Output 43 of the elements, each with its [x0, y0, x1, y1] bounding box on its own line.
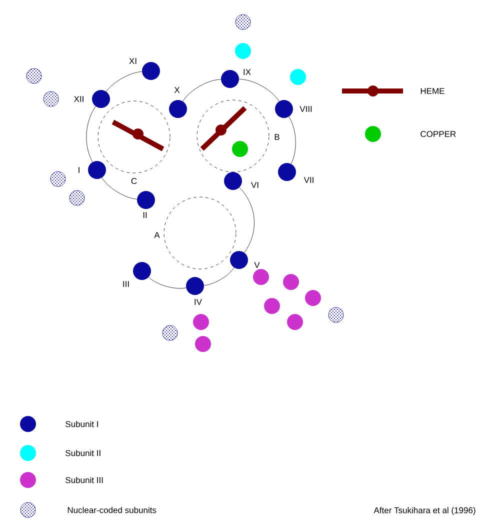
helix-dot [92, 90, 110, 108]
helix-dot [137, 191, 155, 209]
legend-label: Subunit II [66, 450, 100, 456]
loop-line [86, 106, 96, 162]
loop-line [239, 78, 280, 102]
helix-label: IX [244, 69, 251, 75]
legend-label: Subunit I [66, 420, 98, 428]
loop-line [239, 187, 254, 253]
legend-label: COPPER [420, 131, 456, 137]
helix-dot [275, 100, 293, 118]
helix-dot [88, 161, 106, 179]
helix-label: II [143, 212, 147, 218]
helix-dot [133, 262, 151, 280]
helix-label: VII [304, 177, 314, 183]
node-label: C [131, 178, 137, 184]
helix-dot [142, 62, 160, 80]
helix-label: X [174, 87, 180, 93]
helix-label: I [78, 167, 80, 173]
helix-label: XI [129, 58, 136, 64]
helix-label: III [123, 281, 129, 287]
helix-label: V [254, 262, 260, 268]
helix-dot [224, 172, 242, 190]
credit-note: After Tsukihara et al (1996) [374, 507, 476, 515]
loop-line [204, 268, 234, 286]
helix-label: XII [74, 96, 84, 102]
loop-line [288, 116, 296, 164]
legend-label: HEME [420, 88, 444, 94]
loop-line [106, 71, 142, 92]
loop-line [102, 178, 138, 200]
helix-label: IV [194, 299, 202, 305]
loop-line [148, 277, 186, 289]
helix-label: VIII [300, 106, 312, 112]
helix-label: VI [251, 182, 258, 188]
helix-dot [186, 277, 204, 295]
node-label: B [274, 134, 280, 140]
helix-dot [230, 251, 248, 269]
helix-dot [169, 100, 187, 118]
node-label: A [154, 232, 160, 238]
legend-label: Nuclear-coded subunits [68, 506, 156, 514]
helix-dot [278, 163, 296, 181]
legend-label: Subunit III [66, 476, 103, 484]
loop-line [182, 79, 221, 102]
helix-dot [221, 70, 239, 88]
